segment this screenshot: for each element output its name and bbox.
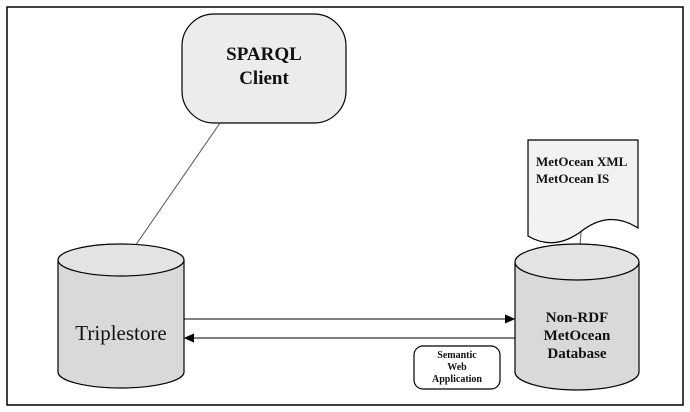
semantic-web-application-box	[413, 345, 501, 390]
metocean-document-shape	[527, 139, 639, 244]
database-label-line2: MetOcean	[544, 328, 611, 344]
metocean-document-node: MetOcean XML MetOcean IS	[527, 139, 639, 244]
triplestore-label: Triplestore	[75, 321, 166, 345]
triplestore-cylinder-top	[57, 243, 185, 277]
semantic-web-application-line1: Semantic	[437, 350, 477, 361]
sparql-client-label-line1: SPARQL	[226, 44, 302, 65]
metocean-document-line2: MetOcean IS	[536, 171, 609, 186]
metocean-document-line1: MetOcean XML	[536, 154, 628, 169]
database-cylinder-top	[514, 243, 640, 281]
triplestore-node: Triplestore	[57, 243, 185, 389]
semantic-web-application-line3: Application	[432, 374, 482, 385]
triplestore-cylinder-body	[57, 260, 185, 389]
sparql-client-box	[181, 13, 347, 124]
sparql-client-label-line2: Client	[239, 68, 289, 89]
semantic-web-application-line2: Web	[447, 362, 467, 373]
semantic-web-application-node: Semantic Web Application	[413, 345, 501, 390]
database-label-line1: Non-RDF	[546, 310, 609, 326]
sparql-to-triplestore-arrow	[124, 122, 221, 262]
database-cylinder-body	[514, 262, 640, 391]
sparql-client-node: SPARQL Client	[181, 13, 347, 124]
database-label-line3: Database	[547, 346, 607, 362]
non-rdf-database-node: Non-RDF MetOcean Database	[514, 243, 640, 391]
